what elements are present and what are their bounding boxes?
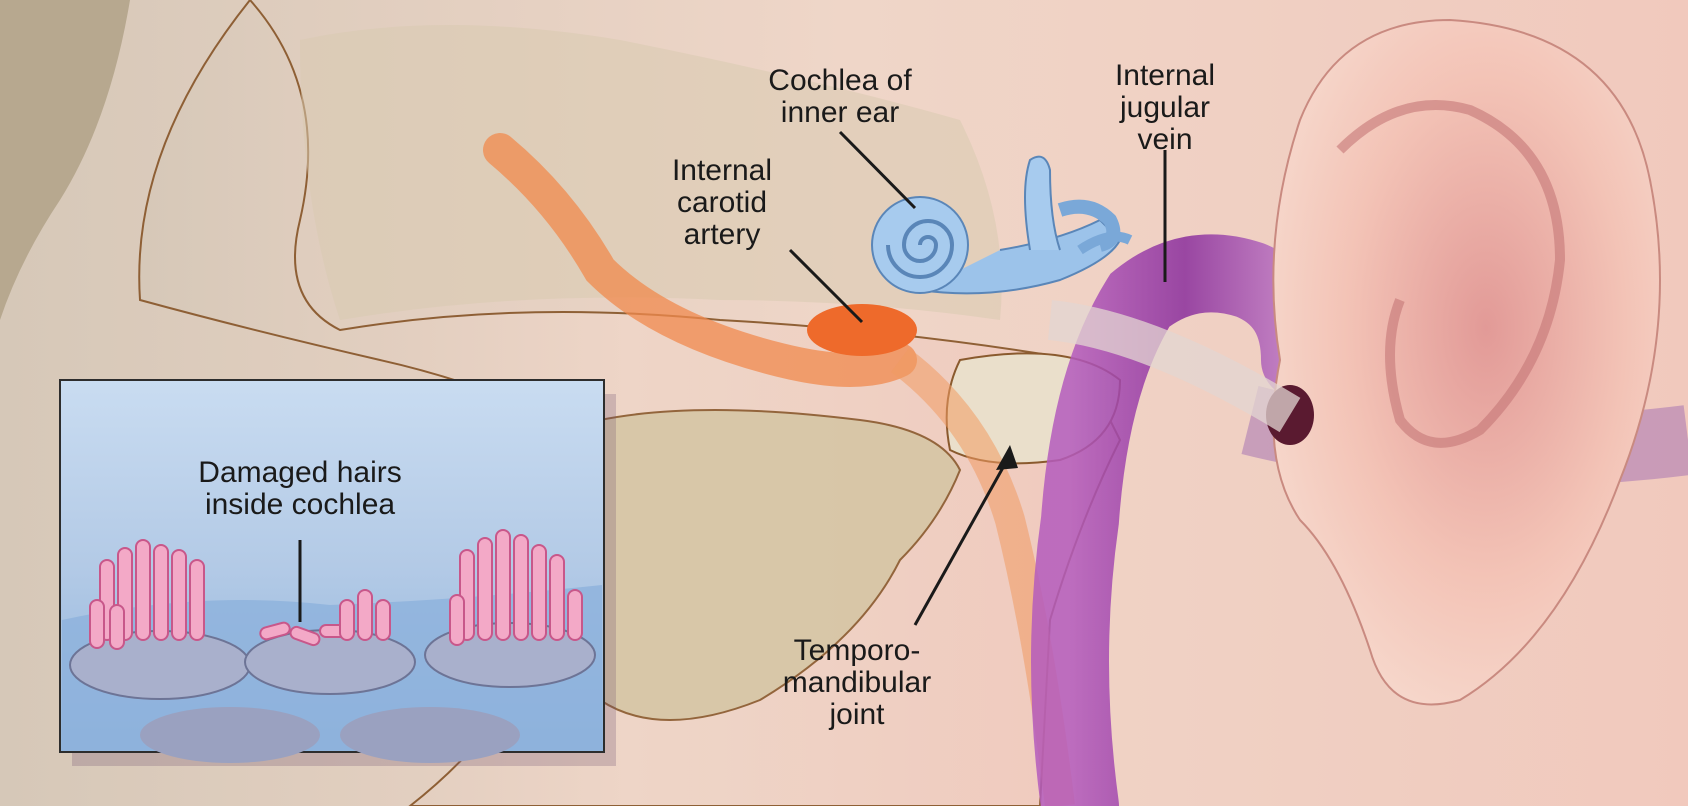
jugular-label-line1: Internal (1115, 59, 1215, 92)
cell-base-middle (245, 630, 415, 694)
tmj-label-line1: Temporo- (794, 634, 921, 667)
cell-base-lower-left (140, 707, 320, 763)
carotid-bulge (807, 304, 917, 356)
cochlea-label-line1: Cochlea of (768, 64, 912, 97)
carotid-label-line3: artery (684, 218, 761, 251)
damaged-label-line1: Damaged hairs (198, 456, 401, 489)
cochlea-label-line2: inner ear (781, 96, 899, 129)
inset-panel: Damaged hairs inside cochlea (60, 380, 616, 766)
carotid-label-line1: Internal (672, 154, 772, 187)
jugular-label-line3: vein (1137, 123, 1192, 156)
tmj-label-line3: joint (828, 698, 885, 731)
carotid-label-line2: carotid (677, 186, 767, 219)
jugular-label-line2: jugular (1119, 91, 1210, 124)
cell-base-lower-right (340, 707, 520, 763)
damaged-label-line2: inside cochlea (205, 488, 395, 521)
tmj-label-line2: mandibular (783, 666, 931, 699)
